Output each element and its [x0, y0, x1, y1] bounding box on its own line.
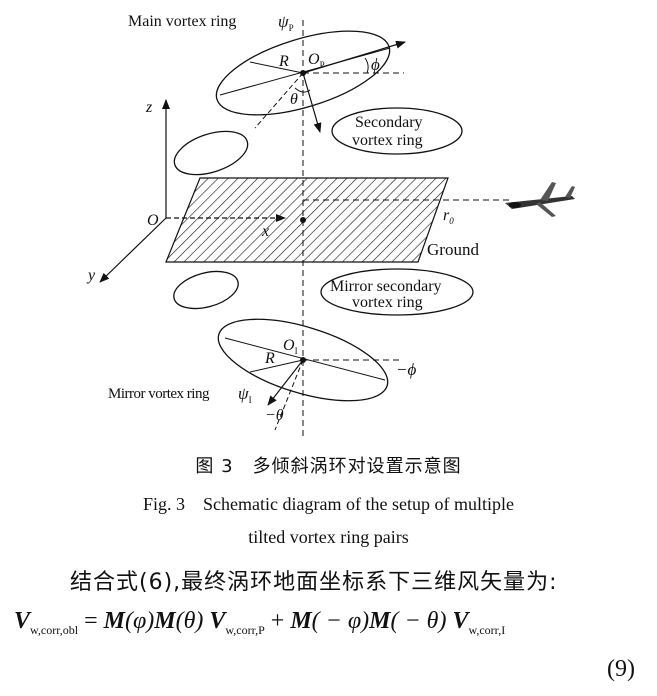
y-axis-label: y — [86, 267, 96, 284]
secondary-ring-left — [173, 130, 249, 176]
theta-label: θ — [290, 91, 298, 108]
secondary-label-2: vortex ring — [352, 132, 423, 149]
mirror-secondary-ring-right — [320, 268, 474, 316]
mirror-ring-label: Mirror vortex ring — [108, 386, 210, 402]
vortex-ring-figure: Main vortex ring ψP R OP ϕ θ z Secondary… — [86, 12, 575, 440]
caption-chinese: 图 3 多倾斜涡环对设置示意图 — [195, 456, 462, 477]
mirror-vortex-ring — [217, 318, 389, 402]
neg-theta-label: −θ — [265, 407, 284, 424]
op-label: OP — [308, 51, 325, 70]
ground-plane — [165, 177, 449, 263]
r0-label: r0 — [443, 207, 454, 226]
phi-label: ϕ — [371, 55, 380, 74]
caption-english-line1: Fig. 3 Schematic diagram of the setup of… — [143, 494, 514, 514]
mirror-secondary-label-2: vortex ring — [352, 294, 423, 311]
ground-label: Ground — [427, 240, 479, 259]
r-main-label: R — [278, 53, 289, 70]
r-mirror-label: R — [264, 350, 275, 367]
equation-9: Vw,corr,obl = M(φ)M(θ) Vw,corr,P + M( − … — [14, 608, 506, 637]
equation-number: (9) — [607, 656, 635, 682]
origin-label: O — [147, 212, 159, 229]
psi-i-label: ψI — [238, 384, 252, 405]
aircraft-icon — [505, 182, 575, 217]
mirror-secondary-label-1: Mirror secondary — [330, 278, 442, 295]
x-axis-label: x — [261, 223, 269, 240]
body-text: 结合式(6),最终涡环地面坐标系下三维风矢量为: — [70, 570, 558, 595]
secondary-ring-right — [331, 107, 463, 155]
y-axis-line — [99, 217, 167, 283]
psi-p-label: ψP — [278, 12, 294, 33]
caption-english-line2: tilted vortex ring pairs — [248, 527, 409, 547]
main-ring-label: Main vortex ring — [128, 13, 236, 30]
neg-phi-label: −ϕ — [396, 360, 416, 379]
oi-label: OI — [283, 337, 298, 356]
secondary-label-1: Secondary — [355, 114, 423, 131]
z-axis-label: z — [145, 99, 153, 116]
mirror-secondary-ring-left — [173, 270, 239, 310]
